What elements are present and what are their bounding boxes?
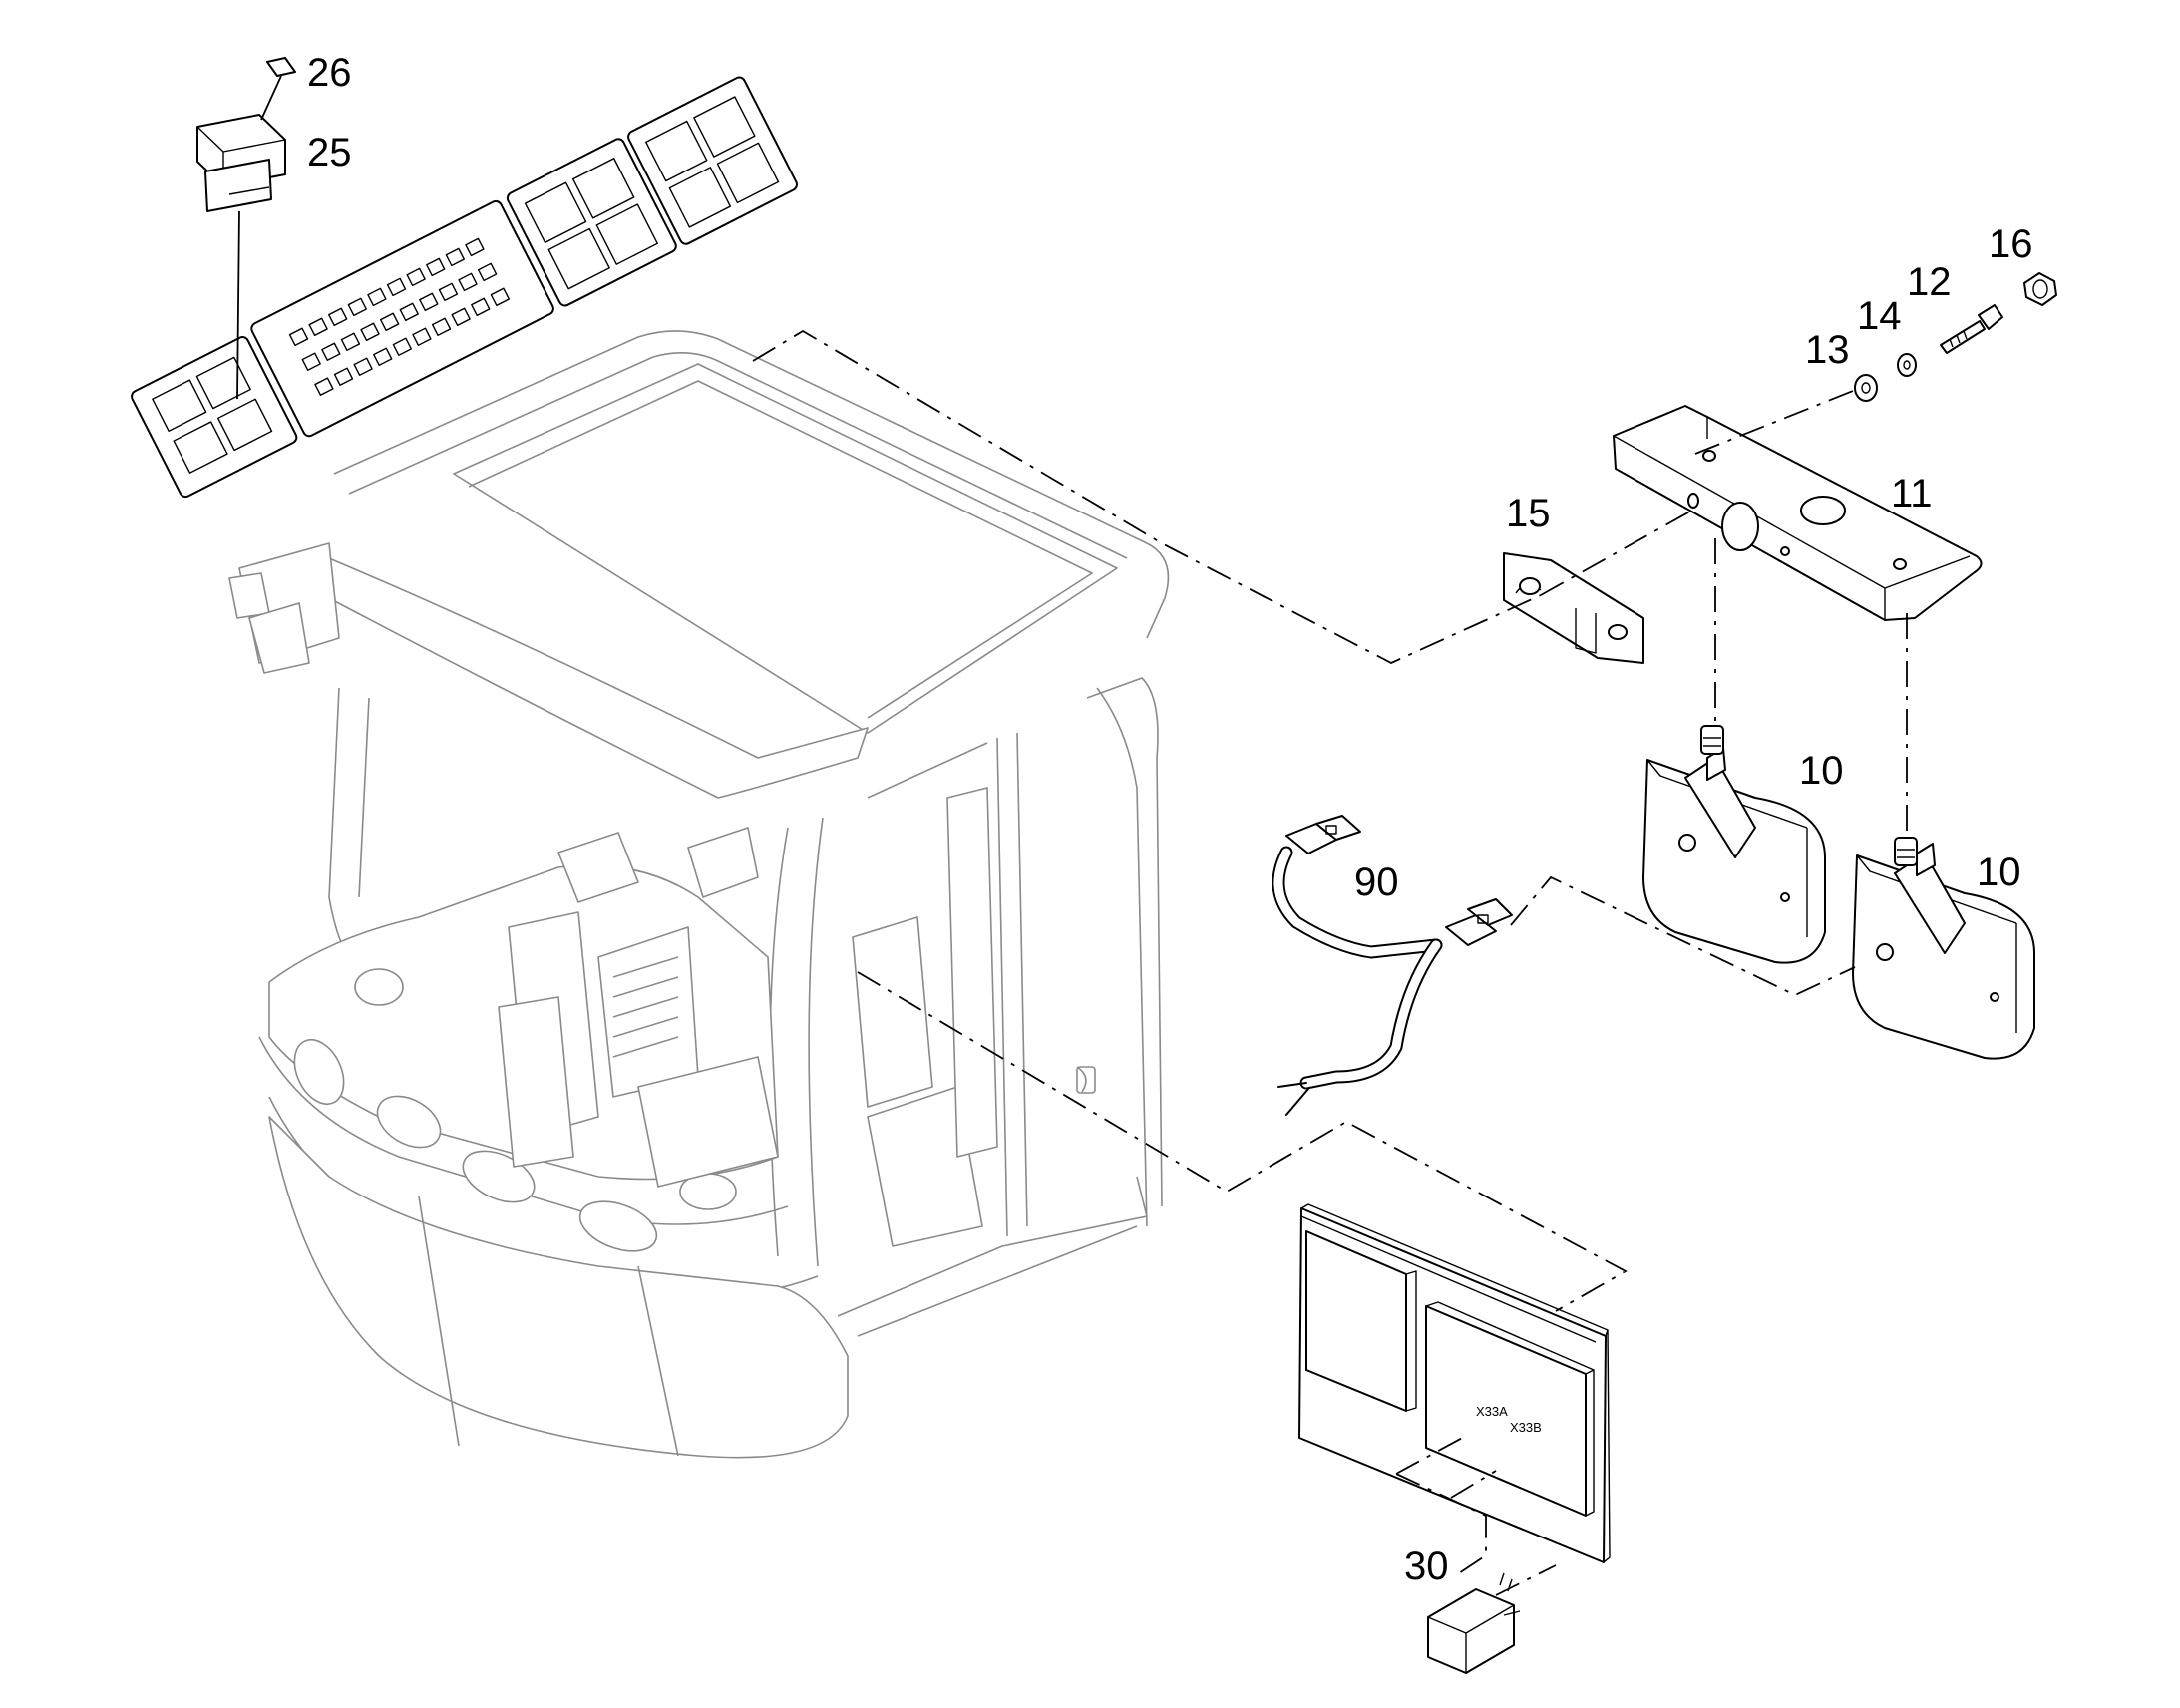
work-lamp-1 bbox=[1642, 725, 1826, 964]
callout-16: 16 bbox=[1989, 222, 2033, 266]
bracket-plate bbox=[1503, 552, 1644, 664]
operator-cab bbox=[228, 330, 1170, 1459]
callout-30: 30 bbox=[1404, 1544, 1449, 1588]
callout-10-lower: 10 bbox=[1977, 851, 2021, 894]
control-unit-panel bbox=[1298, 1203, 1611, 1563]
callout-15: 15 bbox=[1506, 492, 1551, 535]
callout-90: 90 bbox=[1354, 860, 1399, 904]
callout-13: 13 bbox=[1805, 328, 1850, 372]
wiring-harness bbox=[1272, 815, 1513, 1116]
work-lamp-2 bbox=[1852, 837, 2035, 1060]
fasteners bbox=[1854, 272, 2057, 402]
callout-25: 25 bbox=[307, 131, 352, 174]
switch-panel-assembly bbox=[131, 57, 798, 499]
callout-10-upper: 10 bbox=[1799, 749, 1844, 793]
callout-26: 26 bbox=[307, 51, 352, 95]
callout-11: 11 bbox=[1891, 472, 1933, 515]
leader-lines bbox=[752, 329, 1908, 1596]
callout-14: 14 bbox=[1857, 294, 1902, 338]
connector-label-x33a: X33A bbox=[1476, 1404, 1508, 1419]
lamp-bracket bbox=[1613, 405, 1983, 621]
relay bbox=[1427, 1572, 1521, 1674]
callout-12: 12 bbox=[1907, 260, 1952, 304]
connector-label-x33b: X33B bbox=[1510, 1420, 1542, 1435]
